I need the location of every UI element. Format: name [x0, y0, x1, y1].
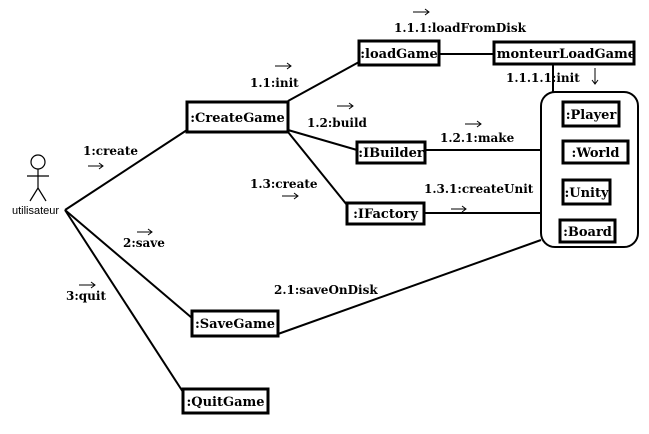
arrow-init-icon [275, 62, 292, 70]
message-labels: 1:create 2:save 3:quit 1.1:init 1.1.1:lo… [66, 21, 580, 303]
message-arrows [79, 8, 599, 289]
board-label: :Board [563, 225, 612, 240]
save-game-label: :SaveGame [195, 317, 275, 332]
object-save-game: :SaveGame [190, 309, 280, 338]
links [64, 53, 554, 393]
object-ibuilder: :IBuilder [355, 140, 427, 165]
link-actor-savegame [64, 209, 193, 319]
object-world: :World [561, 139, 630, 165]
object-unity: :Unity [561, 178, 612, 206]
load-game-label: :loadGame [360, 47, 437, 62]
player-label: :Player [566, 108, 617, 123]
monteur-load-game-label: :monteurLoadGame [492, 47, 636, 62]
link-creategame-loadgame [287, 61, 360, 102]
actor: utilisateur [12, 154, 59, 217]
link-actor-quitgame [64, 209, 184, 393]
link-creategame-ifactory [287, 131, 348, 206]
quit-game-label: :QuitGame [186, 395, 264, 410]
create-game-label: :CreateGame [190, 111, 285, 126]
link-creategame-ibuilder [287, 129, 358, 151]
msg-create: 1:create [83, 144, 138, 158]
arrow-quit-icon [79, 281, 96, 289]
msg-create-unit: 1.3.1:createUnit [424, 182, 534, 196]
msg-build: 1.2:build [307, 116, 368, 130]
ifactory-label: :IFactory [353, 207, 418, 222]
arrow-load-from-disk-icon [413, 8, 430, 16]
msg-make: 1.2.1:make [440, 131, 515, 145]
arrow-create-unit-icon [451, 205, 467, 213]
msg-save: 2:save [123, 236, 165, 250]
link-savegame-group [277, 239, 542, 335]
msg-init2: 1.1.1.1:init [506, 71, 580, 85]
stick-figure-icon [27, 154, 49, 202]
arrow-build-icon [337, 102, 354, 110]
object-group: :Player :World :Unity :Board [540, 91, 639, 248]
object-monteur-load-game: :monteurLoadGame [492, 40, 636, 66]
object-create-game: :CreateGame [185, 100, 290, 134]
arrow-init2-icon [591, 68, 599, 85]
msg-quit: 3:quit [66, 289, 106, 303]
msg-save-on-disk: 2.1:saveOnDisk [274, 283, 378, 297]
msg-create2: 1.3:create [250, 177, 318, 191]
object-quit-game: :QuitGame [181, 387, 270, 415]
msg-load-from-disk: 1.1.1:loadFromDisk [394, 21, 527, 35]
unity-label: :Unity [564, 186, 609, 201]
actor-label: utilisateur [12, 205, 59, 217]
arrow-create2-icon [282, 192, 299, 200]
object-board: :Board [558, 218, 617, 244]
ibuilder-label: :IBuilder [358, 146, 424, 161]
object-ifactory: :IFactory [345, 201, 426, 226]
object-load-game: :loadGame [357, 39, 441, 67]
arrow-save-icon [137, 228, 153, 236]
world-label: :World [572, 146, 620, 161]
link-actor-creategame [64, 129, 188, 211]
arrow-create-icon [88, 162, 104, 170]
object-player: :Player [561, 100, 621, 128]
arrow-make-icon [465, 120, 482, 128]
msg-init: 1.1:init [250, 76, 299, 90]
